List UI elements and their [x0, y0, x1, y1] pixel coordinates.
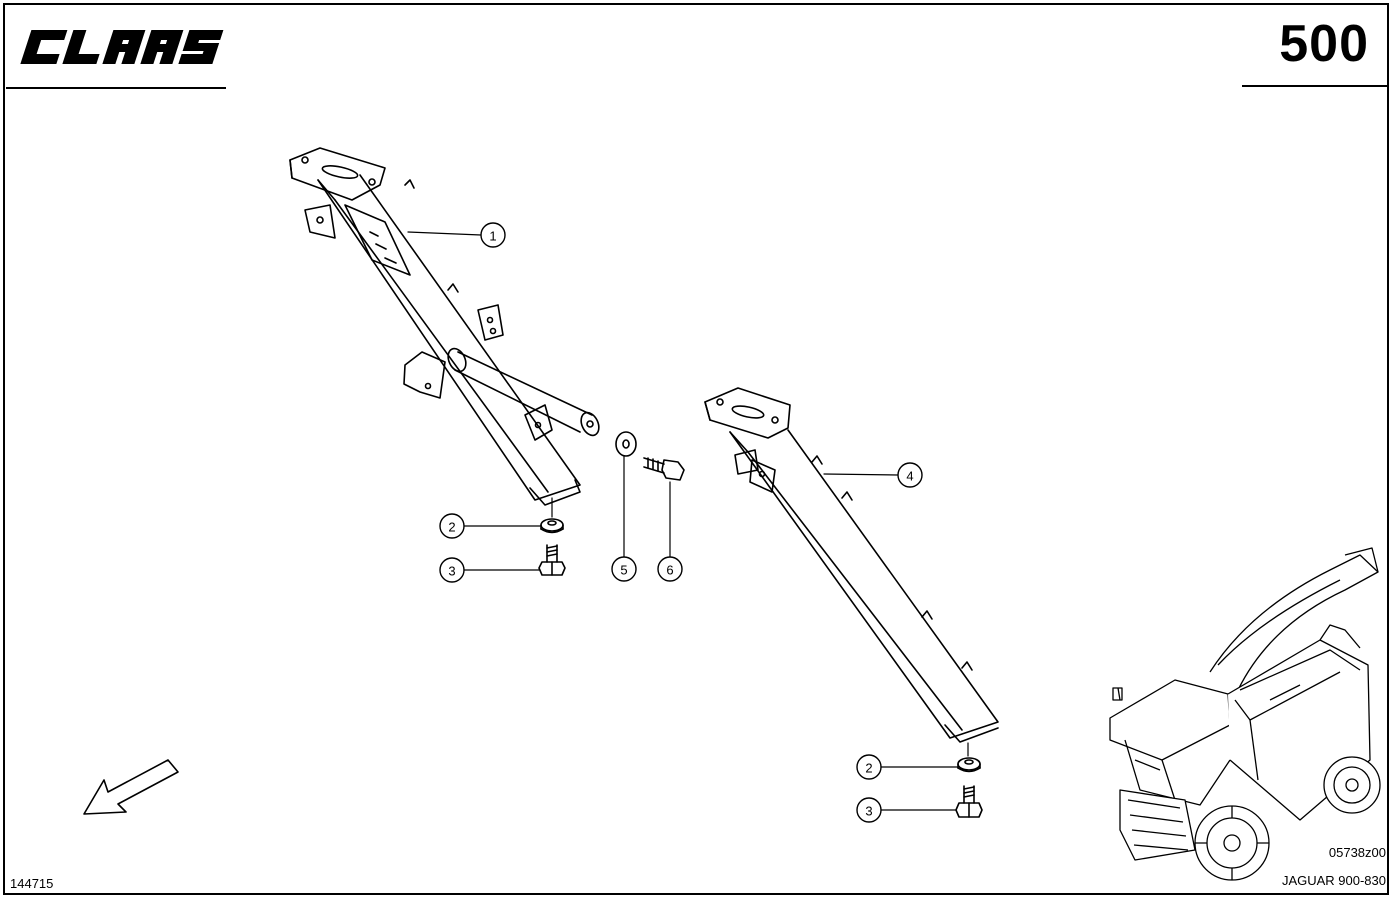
logo-underline	[6, 87, 226, 89]
callout-4-label: 4	[906, 469, 913, 484]
callout-3b-label: 3	[865, 804, 872, 819]
callout-6	[657, 556, 683, 582]
callout-3a-label: 3	[448, 564, 455, 579]
callout-2a	[439, 513, 465, 539]
claas-logo	[20, 30, 224, 64]
leader-lines	[407, 231, 969, 811]
callout-1	[480, 222, 506, 248]
callout-6-label: 6	[666, 563, 673, 578]
page-number: 500	[1279, 15, 1369, 73]
figure-code: 05738z00	[1328, 845, 1386, 860]
part-1-support-arm	[289, 147, 600, 506]
callout-3b	[856, 797, 882, 823]
drawing-frame	[3, 3, 1389, 895]
washer-5	[615, 431, 637, 457]
callout-2b	[856, 754, 882, 780]
direction-arrow-icon	[83, 759, 179, 815]
callout-5	[611, 556, 637, 582]
forage-harvester-illustration	[1109, 547, 1381, 881]
model-label: JAGUAR 900-830	[1281, 873, 1386, 888]
washer-2a	[540, 518, 564, 534]
callout-2a-label: 2	[448, 520, 455, 535]
callout-3a	[439, 557, 465, 583]
bolt-6	[643, 457, 685, 481]
washer-2b	[957, 757, 981, 773]
callout-5-label: 5	[620, 563, 627, 578]
bolt-3b	[955, 785, 983, 818]
page-number-underline	[1242, 85, 1389, 87]
callout-2b-label: 2	[865, 761, 872, 776]
part-4-support-arm	[704, 387, 999, 743]
callout-1-label: 1	[489, 229, 496, 244]
sheet-id: 144715	[10, 876, 54, 891]
bolt-3a	[538, 544, 566, 576]
callout-4	[897, 462, 923, 488]
